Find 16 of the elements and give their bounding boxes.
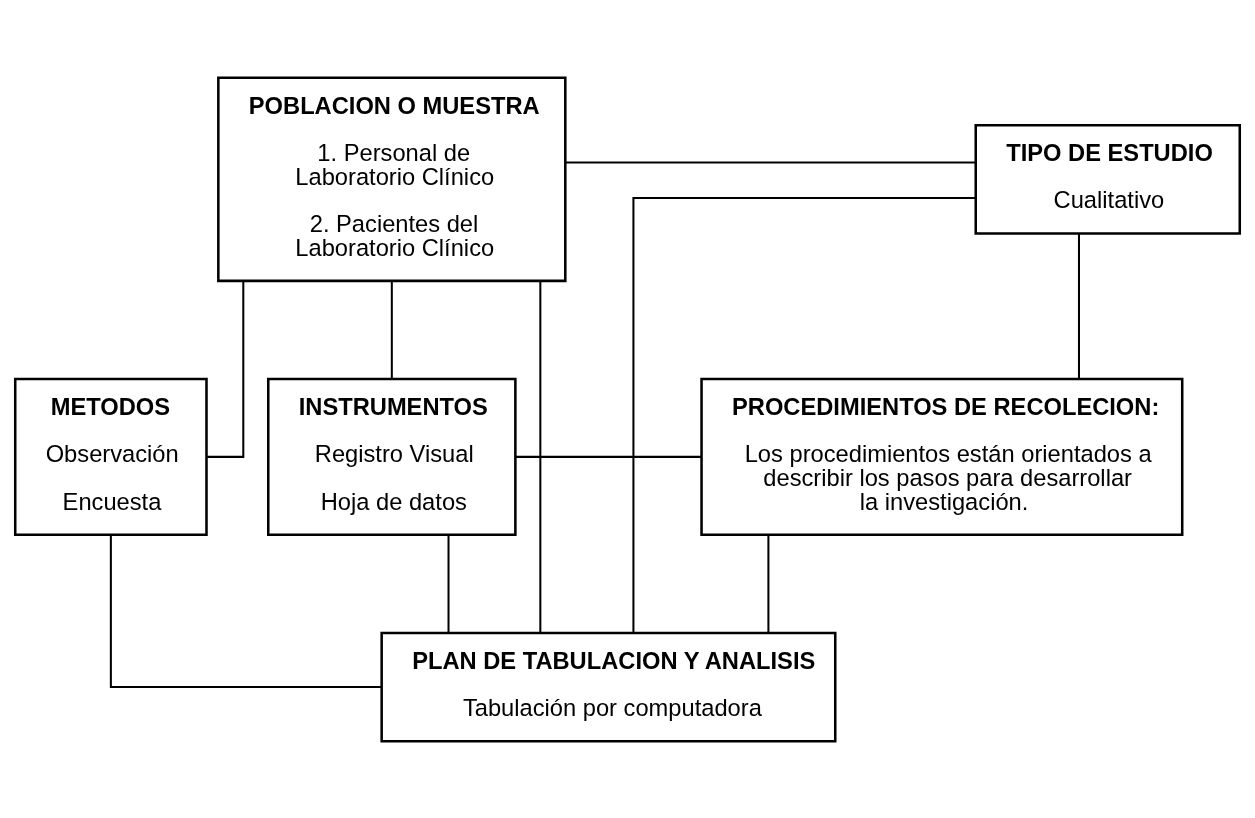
connector [632, 196, 976, 633]
node-box: PLAN DE TABULACION Y ANALISIS Tabulación por computadora [380, 631, 837, 742]
connector [539, 280, 542, 633]
connector [1077, 233, 1080, 379]
connector [515, 455, 702, 458]
connector [207, 280, 245, 458]
node-box: TIPO DE ESTUDIO Cualitativo [974, 123, 1242, 235]
connector [447, 534, 450, 632]
node-box: INSTRUMENTOS Registro Visual Hoja de datos [267, 377, 517, 536]
connector [390, 280, 393, 379]
node-box: POBLACION O MUESTRA 1. Personal de Laboratorio Clínico 2. Pacientes del Laboratorio Clínico [217, 76, 567, 282]
connector [565, 160, 976, 163]
connector [767, 534, 770, 632]
connector [109, 534, 382, 688]
node-box: PROCEDIMIENTOS DE RECOLECION: Los procedimientos están orientados a describir los pasos para desarrollar la investigación. [700, 377, 1184, 536]
node-box: METODOS Observación Encuesta [13, 377, 208, 536]
